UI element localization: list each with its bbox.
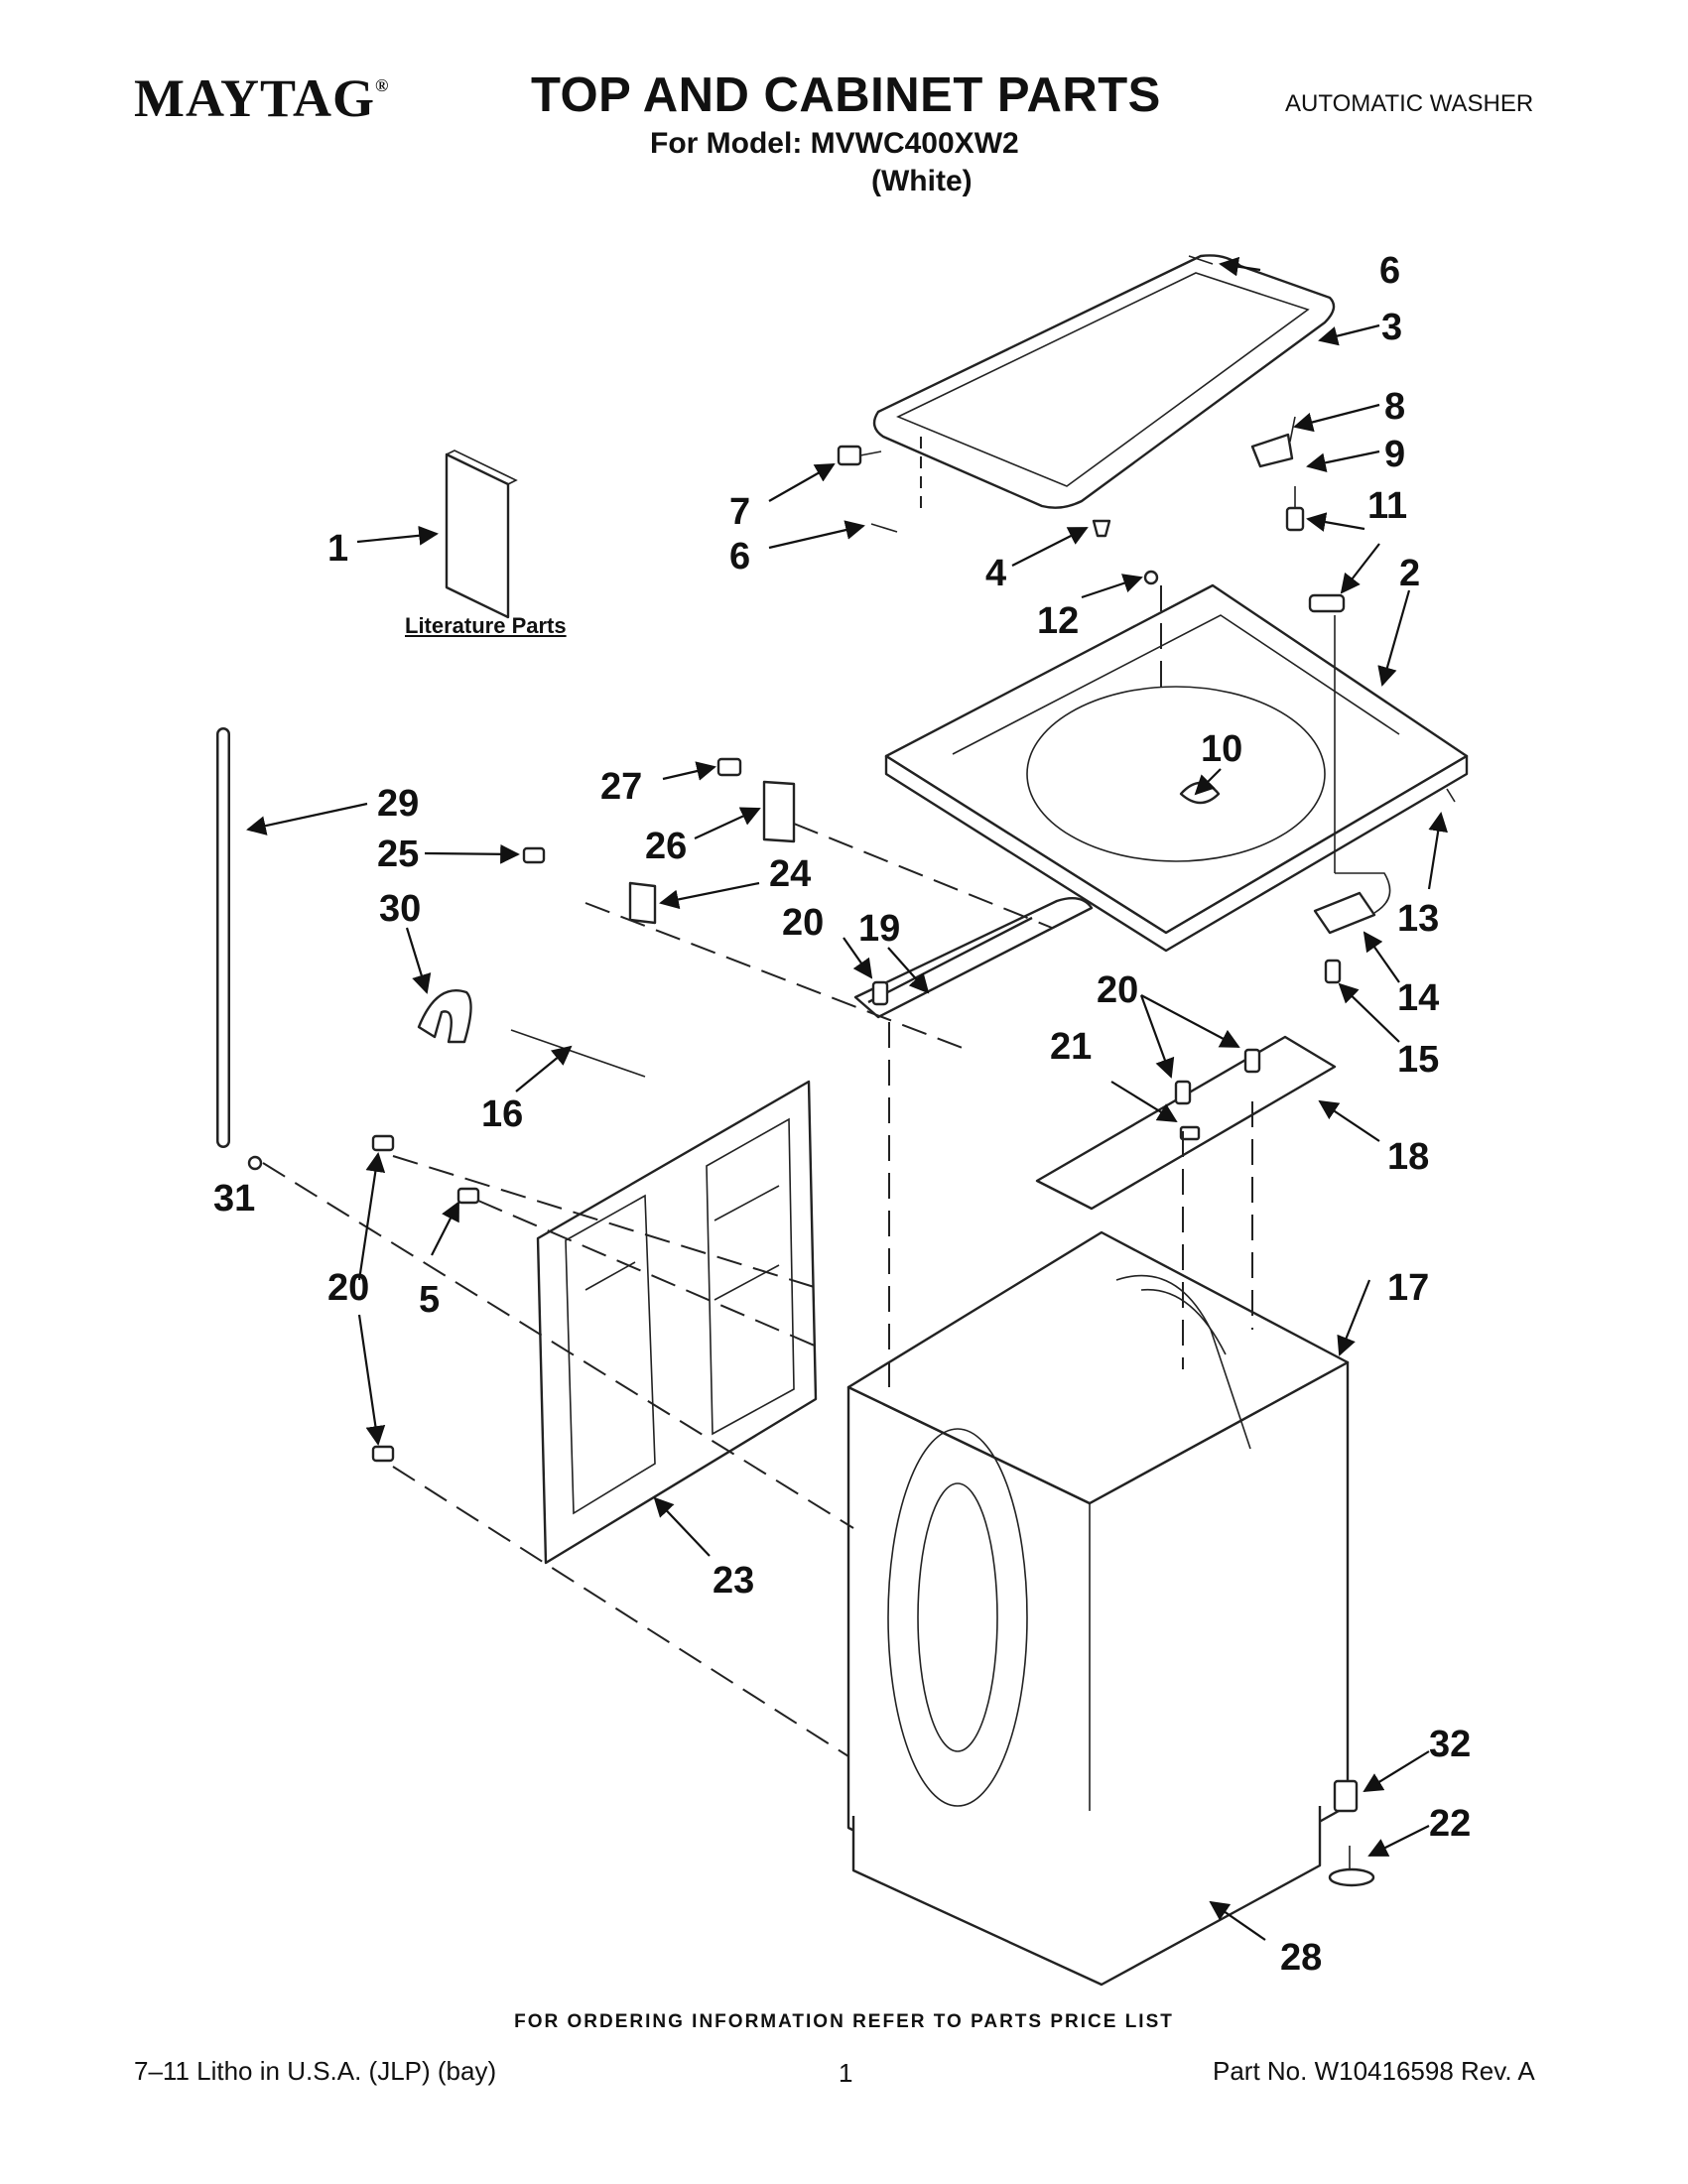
callout-4: 4 (985, 553, 1006, 594)
screw-part (456, 1187, 480, 1205)
brand-logo: MAYTAG® (134, 67, 389, 129)
callout-29: 29 (377, 783, 419, 825)
callout-26: 26 (645, 826, 687, 867)
callout-20-right: 20 (1097, 969, 1138, 1011)
brand-name: MAYTAG (134, 68, 376, 128)
foot-sleeve-part (1333, 1779, 1359, 1813)
literature-book-part (445, 452, 510, 619)
callout-17: 17 (1387, 1267, 1429, 1309)
screw-part (871, 980, 889, 1006)
bracket-part (762, 780, 796, 843)
screw-part (371, 1445, 395, 1463)
literature-parts-label: Literature Parts (405, 613, 567, 638)
literature-book-spine (446, 450, 518, 485)
callout-19: 19 (858, 908, 900, 950)
bumper-part (1092, 519, 1111, 538)
leader-arrows (246, 256, 1448, 1941)
hose-clamp-part (247, 1155, 263, 1171)
callout-16: 16 (481, 1093, 523, 1135)
callout-23: 23 (713, 1560, 754, 1602)
model-number: For Model: MVWC400XW2 (650, 127, 1019, 160)
lid-switch-part (1250, 416, 1296, 468)
top-panel-part (884, 583, 1469, 953)
base-part (851, 1806, 1322, 1987)
callout-12: 12 (1037, 600, 1079, 642)
rear-panel-part (536, 1080, 818, 1565)
hinge-pin-part (870, 255, 1214, 533)
cap-part (1143, 570, 1159, 585)
page-title: TOP AND CABINET PARTS (531, 68, 1161, 122)
callout-32: 32 (1429, 1724, 1471, 1765)
screw-part (1174, 1080, 1192, 1105)
callout-numbers: 6 3 8 9 11 2 1 7 6 4 12 10 13 14 15 29 2… (213, 250, 1471, 1979)
rod-part (510, 1029, 646, 1078)
bracket-part (628, 881, 657, 925)
switch-assembly-part (1313, 615, 1391, 984)
callout-28: 28 (1280, 1937, 1322, 1979)
clip-part (1179, 1125, 1201, 1141)
part-number: Part No. W10416598 Rev. A (1213, 2056, 1535, 2086)
screw-part (522, 846, 546, 864)
latch-part (1308, 593, 1346, 613)
product-category: AUTOMATIC WASHER (1285, 90, 1534, 117)
callout-6-lower: 6 (729, 536, 750, 578)
callout-31: 31 (213, 1178, 255, 1220)
lid-screw-part (1285, 486, 1305, 532)
clip-part (1446, 788, 1456, 803)
callout-30: 30 (379, 888, 421, 930)
callout-10: 10 (1201, 728, 1242, 770)
callout-25: 25 (377, 834, 419, 875)
leveling-foot-part (1328, 1846, 1375, 1887)
callout-27: 27 (600, 766, 642, 808)
callout-2: 2 (1399, 553, 1420, 594)
callout-6: 6 (1379, 250, 1400, 292)
callout-5: 5 (419, 1279, 440, 1321)
page-number: 1 (839, 2058, 853, 2088)
screw-part (1243, 1048, 1261, 1074)
screw-part (837, 445, 882, 466)
rail-part (1035, 1035, 1337, 1211)
model-color: (White) (871, 165, 973, 197)
screw-part (371, 1134, 395, 1152)
callout-7: 7 (729, 491, 750, 533)
screw-part (716, 757, 742, 777)
callout-1: 1 (327, 528, 348, 570)
cabinet-part (846, 1230, 1350, 1952)
print-info: 7–11 Litho in U.S.A. (JLP) (bay) (134, 2056, 497, 2086)
callout-20-left: 20 (327, 1267, 369, 1309)
lid-part (872, 254, 1336, 509)
hose-guide-part (417, 989, 472, 1044)
callout-9: 9 (1384, 434, 1405, 475)
callout-3: 3 (1381, 307, 1402, 348)
callout-20: 20 (782, 902, 824, 944)
callout-13: 13 (1397, 898, 1439, 940)
callout-15: 15 (1397, 1039, 1439, 1081)
ordering-info-note: FOR ORDERING INFORMATION REFER TO PARTS … (514, 2011, 1174, 2032)
callout-24: 24 (769, 853, 811, 895)
callout-11: 11 (1367, 485, 1407, 527)
callout-21: 21 (1050, 1026, 1092, 1068)
callout-22: 22 (1429, 1803, 1471, 1845)
registered-mark: ® (375, 75, 390, 95)
callout-18: 18 (1387, 1136, 1429, 1178)
callout-8: 8 (1384, 386, 1405, 428)
callout-14: 14 (1397, 977, 1439, 1019)
